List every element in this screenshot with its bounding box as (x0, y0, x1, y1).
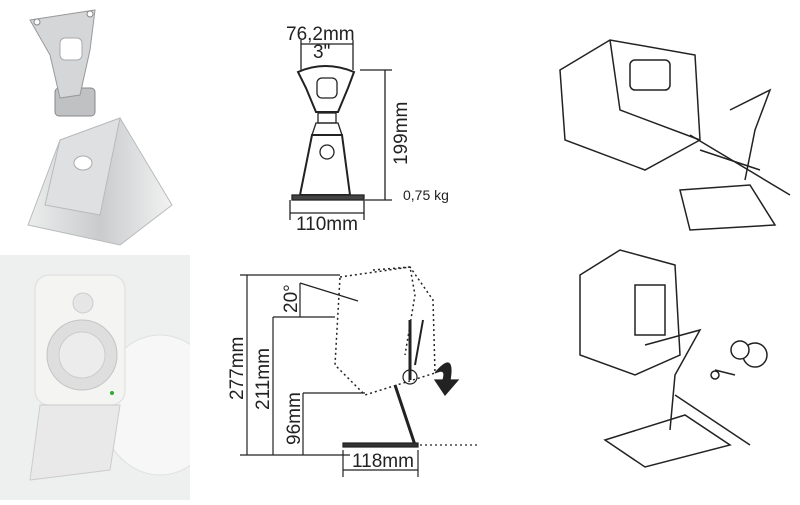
mounting-illustration-bottom (565, 245, 800, 470)
front-dimension-drawing: 76,2mm 3" 199mm 110mm 0,75 kg (220, 20, 490, 235)
mounting-illustration-top (550, 30, 800, 235)
speaker-on-stand-photo (0, 255, 221, 500)
side-dimension-drawing: 277mm 211mm 96mm 20° 118mm (215, 255, 500, 485)
height-min-label: 96mm (284, 392, 305, 445)
height-label: 199mm (391, 102, 412, 165)
weight-label: 0,75 kg (403, 187, 449, 203)
base-label: 110mm (296, 214, 358, 235)
angle-label: 20° (281, 284, 302, 313)
rotate-arrow-icon (433, 362, 460, 396)
height-mid-label: 211mm (253, 348, 274, 410)
depth-label: 118mm (352, 451, 414, 472)
stand-photo (0, 0, 190, 250)
height-max-label: 277mm (227, 337, 248, 400)
width-inch-label: 3" (313, 42, 330, 63)
width-mm-label: 76,2mm (286, 24, 355, 45)
